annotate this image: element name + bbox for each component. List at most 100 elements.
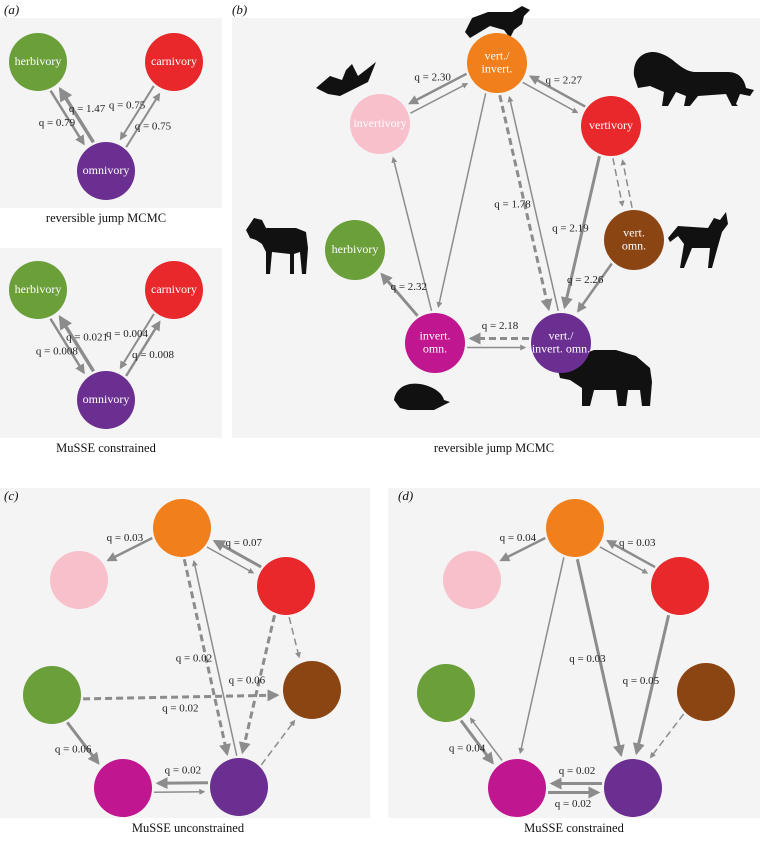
node-c-I <box>50 551 108 609</box>
edge-a2-O-C <box>125 320 161 377</box>
edge-c-V-VIO <box>238 614 277 755</box>
edge-b-VI-V <box>522 81 579 114</box>
rate-label-c-VI-VIO: q = 0.02 <box>176 653 212 665</box>
node-a2-H <box>9 261 67 319</box>
node-label-a2-C: carnivory <box>151 282 197 296</box>
node-c-VO <box>283 661 341 719</box>
edge-c-V-VI <box>212 539 262 569</box>
panel-d-caption: MuSSE constrained <box>524 821 624 835</box>
edge-c-V-VO <box>288 616 301 659</box>
node-d-IO <box>488 759 546 817</box>
edge-c-H-IO <box>66 721 100 765</box>
node-label-b-VI: vert./invert. <box>482 48 513 75</box>
node-b-VI <box>467 33 527 93</box>
edge-a1-H-O <box>49 90 85 146</box>
edge-b-V-VI <box>528 75 586 108</box>
rate-label-c-V-VIO: q = 0.06 <box>229 674 266 686</box>
panel-b-label: (b) <box>232 2 247 17</box>
bat-silhouette-icon <box>316 62 376 96</box>
node-b-VIO <box>531 313 591 373</box>
rate-label-c-VIO-IO: q = 0.02 <box>165 765 201 777</box>
rate-label-a2-H-O: q = 0.008 <box>36 346 78 358</box>
edge-a2-O-H <box>58 315 96 373</box>
node-label-b-V: vertivory <box>589 118 633 132</box>
node-a1-H <box>9 33 67 91</box>
rate-label-b-V-VI: q = 2.27 <box>545 75 582 87</box>
node-d-H <box>417 664 475 722</box>
node-label-a1-H: herbivory <box>15 54 62 68</box>
panel-a1-caption: reversible jump MCMC <box>46 211 166 225</box>
zebra-silhouette-icon <box>246 218 308 274</box>
edge-a1-O-C <box>125 92 161 148</box>
edge-layer <box>49 72 685 799</box>
node-label-b-H: herbivory <box>332 242 379 256</box>
lion-silhouette-icon <box>633 52 754 106</box>
rate-label-d-V-VIO: q = 0.05 <box>623 675 660 687</box>
edge-b-VI-I <box>408 72 468 105</box>
edge-b-VO-VIO <box>576 262 613 313</box>
node-b-V <box>581 96 641 156</box>
rate-label-c-H-IO: q = 0.06 <box>55 743 92 755</box>
node-b-VO <box>604 210 664 270</box>
rate-label-d-VI-VIO: q = 0.03 <box>569 653 606 665</box>
rat-silhouette-icon <box>394 383 450 410</box>
edge-c-VIO-VI <box>192 560 238 756</box>
node-b-I <box>350 94 410 154</box>
edge-d-IO-H <box>469 717 503 761</box>
node-d-V <box>651 557 709 615</box>
edge-b-IO-H <box>380 272 419 317</box>
node-c-H <box>23 666 81 724</box>
rate-label-c-H-VO: q = 0.02 <box>162 703 198 715</box>
edge-d-VI-I <box>499 536 546 562</box>
node-c-V <box>257 557 315 615</box>
rate-label-b-V-VIO: q = 2.19 <box>552 222 589 234</box>
edge-b-VI-IO <box>436 93 487 309</box>
edge-b-VIO-VI <box>507 95 559 311</box>
edge-a1-O-H <box>58 86 95 144</box>
edge-b-VI-VIO <box>498 94 553 312</box>
rate-label-a1-O-C: q = 0.75 <box>135 120 172 132</box>
edge-b-VO-V <box>620 159 633 208</box>
panel-c-label: (c) <box>4 488 18 503</box>
node-b-IO <box>405 313 465 373</box>
panel-b-caption: reversible jump MCMC <box>434 441 554 455</box>
node-a2-C <box>145 261 203 319</box>
panel-c-caption: MuSSE unconstrained <box>132 821 245 835</box>
edge-d-V-VIO <box>632 614 671 756</box>
node-label-a2-H: herbivory <box>15 282 62 296</box>
node-label-a2-O: omnivory <box>83 392 130 406</box>
node-label-b-I: invertivory <box>353 116 406 130</box>
panel-d-label: (d) <box>398 488 413 503</box>
rate-label-a2-O-C: q = 0.008 <box>132 349 174 361</box>
edge-d-V-VI <box>606 539 656 569</box>
node-c-VI <box>153 499 211 557</box>
node-label-a1-C: carnivory <box>151 54 197 68</box>
node-a1-C <box>145 33 203 91</box>
rate-label-b-VIO-IO: q = 2.18 <box>482 320 519 332</box>
node-label-b-IO: invert.omn. <box>420 328 451 355</box>
edge-b-V-VO <box>612 158 625 207</box>
rate-label-d-H-IO: q = 0.04 <box>449 742 486 754</box>
panel-a-label: (a) <box>4 2 19 17</box>
rate-label-b-VO-VIO: q = 2.26 <box>567 274 604 286</box>
edge-a1-C-O <box>119 85 155 141</box>
node-d-VIO <box>604 759 662 817</box>
rate-label-b-VI-I: q = 2.30 <box>414 71 451 83</box>
edge-c-VIO-VO <box>260 719 296 766</box>
rate-label-b-VI-VIO: q = 1.78 <box>494 198 531 210</box>
edge-b-V-VIO <box>561 155 601 310</box>
edge-a2-C-O <box>119 313 155 370</box>
edge-d-VI-IO <box>518 557 565 755</box>
node-c-IO <box>94 759 152 817</box>
jackal-silhouette-icon <box>668 212 728 268</box>
edge-c-VI-VIO <box>182 558 231 757</box>
node-label-a1-O: omnivory <box>83 163 130 177</box>
rate-label-d-IO-VIO: q = 0.02 <box>555 798 591 810</box>
rate-label-d-V-VI: q = 0.03 <box>619 537 656 549</box>
rate-label-b-IO-H: q = 2.32 <box>391 281 427 293</box>
rate-label-a2-O-H: q = 0.021 <box>66 332 108 344</box>
edge-d-VO-VIO <box>649 713 685 759</box>
node-a2-O <box>77 371 135 429</box>
node-d-I <box>443 551 501 609</box>
edge-c-VI-I <box>106 536 153 562</box>
